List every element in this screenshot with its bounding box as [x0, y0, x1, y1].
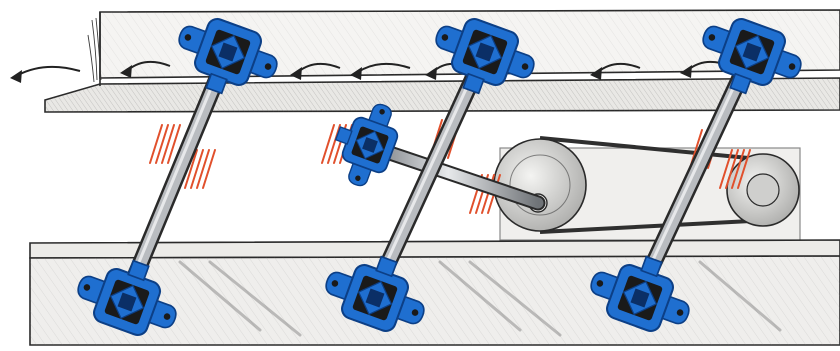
- flexible-mount-icon: [77, 259, 177, 336]
- vibration-lines-icon: [184, 149, 216, 189]
- large-pulley-hub: [509, 154, 571, 216]
- flow-arrow-icon: [350, 62, 411, 80]
- trough-floor-shading: [45, 78, 840, 112]
- flow-arrow-icon: [10, 65, 81, 83]
- vibration-lines-icon: [149, 124, 181, 164]
- flexible-mount-icon: [590, 255, 690, 332]
- support-link-rod: [631, 43, 761, 301]
- small-pulley-hub: [746, 173, 780, 207]
- flexible-mount-icon: [178, 18, 278, 95]
- flexible-mounts: [77, 18, 802, 336]
- support-link-rod: [118, 43, 237, 305]
- support-links: [118, 43, 761, 305]
- support-link-rod: [366, 43, 494, 301]
- spill-marks: [87, 17, 102, 83]
- vibration-lines-icon: [719, 149, 751, 189]
- drive-rod-highlight: [369, 142, 544, 209]
- flow-arrow-icon: [120, 60, 171, 78]
- flow-arrow-icon: [290, 62, 341, 80]
- base-top-rail: [29, 239, 840, 259]
- flow-arrow-icon: [590, 62, 641, 80]
- drive-link: [367, 140, 546, 211]
- drive-belt-top: [539, 136, 771, 162]
- flexible-mount-icon: [325, 255, 425, 332]
- drive-unit: [493, 136, 801, 241]
- flexible-mount-icon: [334, 103, 399, 187]
- flexible-mount-icon: [435, 18, 535, 95]
- flexible-mount-icon: [702, 18, 802, 95]
- base-shadow-strokes: [178, 260, 782, 337]
- drive-belt-bottom: [539, 218, 771, 234]
